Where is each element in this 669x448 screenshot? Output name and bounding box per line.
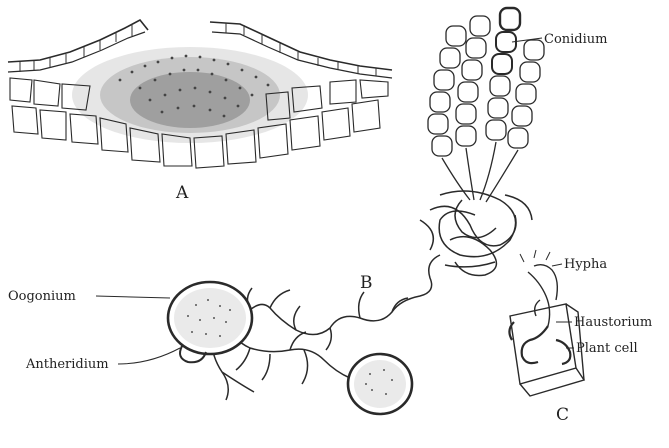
oogonium-small [348,354,412,414]
oogonium-label: Oogonium [8,289,76,304]
oogonium-large [168,282,252,354]
antheridium-label: Antheridium [25,357,109,372]
hypha-label: Hypha [564,257,607,272]
plant-cell-label: Plant cell [576,341,638,356]
panel-a-leaf-section: A [8,20,392,203]
panel-a-label: A [175,183,189,203]
conidium-label: Conidium [544,32,607,47]
panel-b-conidia-chains [428,8,544,202]
panel-c-label: C [556,405,569,425]
panel-c-haustorium [509,265,584,396]
panel-b-label: B [360,273,373,293]
haustorium-label: Haustorium [574,315,652,330]
hypha-tips [520,250,550,262]
